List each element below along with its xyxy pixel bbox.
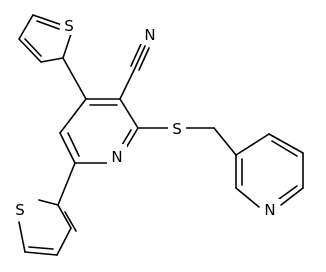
atom-label-s-thioether: S xyxy=(168,118,186,138)
central-pyridine-ring xyxy=(59,98,139,164)
atom-label-n-nitrile: N xyxy=(140,24,160,44)
atom-label-n-pyridine-core: N xyxy=(107,144,127,166)
svg-text:N: N xyxy=(111,148,122,166)
thioether-linker xyxy=(137,127,237,156)
pyridyl-ring xyxy=(235,133,304,208)
svg-text:S: S xyxy=(15,201,25,219)
svg-text:S: S xyxy=(64,17,74,35)
svg-text:N: N xyxy=(144,26,155,44)
nitrile-group xyxy=(119,43,150,100)
atom-label-s-thienyl-top: S xyxy=(60,15,78,35)
thiophene-ring-top xyxy=(18,14,87,100)
svg-text:N: N xyxy=(264,201,275,219)
thiophene-ring-bottom xyxy=(18,162,77,256)
svg-text:S: S xyxy=(172,120,182,138)
atom-label-s-thienyl-bottom: S xyxy=(11,199,29,219)
atom-label-n-pyridyl: N xyxy=(260,199,280,219)
